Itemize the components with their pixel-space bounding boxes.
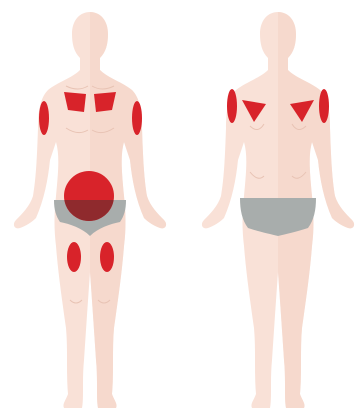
injection-site-right-upper-arm bbox=[132, 101, 142, 135]
front-figure bbox=[14, 12, 166, 408]
injection-site-left-upper-arm bbox=[39, 101, 49, 135]
back-figure bbox=[202, 12, 354, 408]
injection-site-left-upper-arm-back bbox=[227, 89, 237, 123]
injection-site-left-thigh bbox=[67, 242, 81, 272]
injection-site-right-thigh bbox=[100, 242, 114, 272]
injection-site-right-upper-arm-back bbox=[319, 89, 329, 123]
